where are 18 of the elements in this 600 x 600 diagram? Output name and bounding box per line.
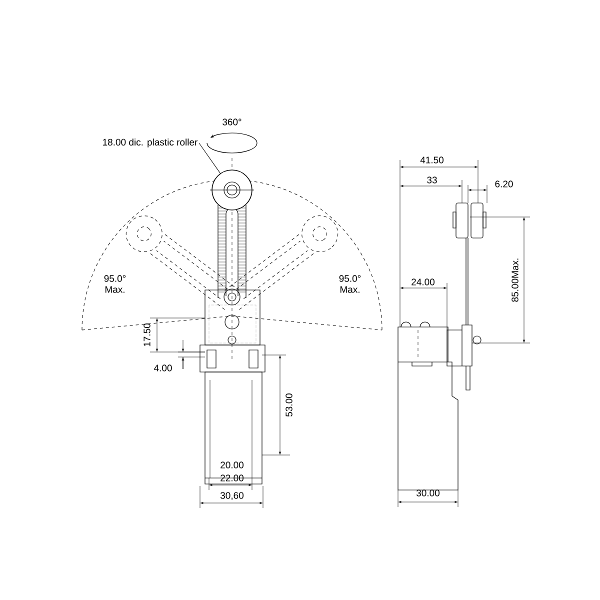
dimension-label: 22.00: [220, 474, 244, 482]
dimension-label: 30,60: [220, 492, 244, 500]
dimension-label: 53.00: [286, 394, 292, 417]
dimension-label: 20.00: [220, 462, 244, 468]
callout-text: 18.00 dic. plastic roller: [103, 138, 198, 148]
angle-label: 95.0° Max.: [104, 275, 126, 293]
angle-label: 95.0° Max.: [339, 275, 361, 293]
dimension-label: 17.50: [144, 324, 150, 346]
dimension-label: 4.00: [154, 364, 172, 372]
dimension-label: 30.00: [416, 490, 440, 496]
dimension-label: 33: [427, 176, 437, 184]
dimension-label: 24.00: [412, 278, 435, 286]
dimension-label: 41.50: [420, 156, 444, 164]
roller: [212, 170, 252, 210]
dimension-label: 6.20: [495, 180, 513, 188]
dimension-label: 85.00Max.: [512, 258, 518, 302]
label: 360°: [222, 118, 242, 126]
leader-line: [198, 142, 221, 174]
